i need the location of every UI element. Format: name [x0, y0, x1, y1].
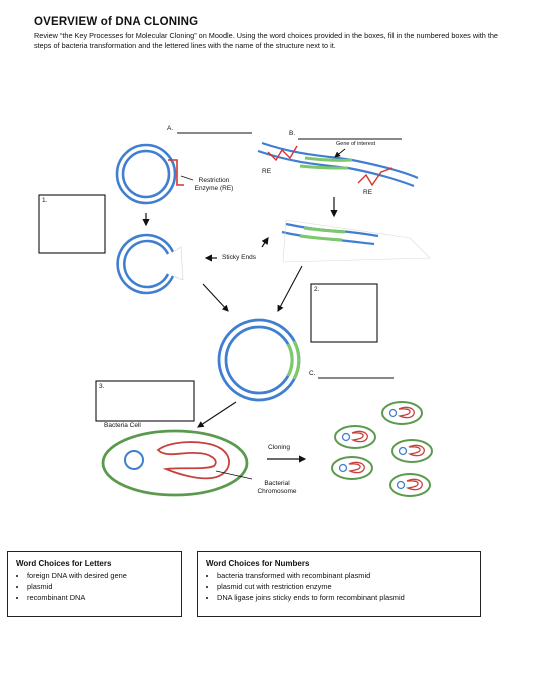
answer-box-2[interactable]	[310, 283, 378, 343]
letter-a-label: A.	[167, 125, 174, 132]
word-choices-numbers-box: Word Choices for Numbers bacteria transf…	[197, 551, 481, 617]
arrow-to-recombinant-left	[202, 283, 229, 312]
letter-choice-item: foreign DNA with desired gene	[27, 570, 173, 581]
restriction-enzyme-mark-plasmid	[168, 159, 184, 186]
number-choice-item: DNA ligase joins sticky ends to form rec…	[217, 592, 472, 603]
letter-choice-item: recombinant DNA	[27, 592, 173, 603]
answer-box-1[interactable]	[38, 194, 106, 254]
re-label-right: RE	[363, 189, 373, 196]
restriction-enzyme-label-line2: Enzyme (RE)	[194, 185, 234, 192]
cloned-bacterium	[381, 401, 423, 425]
cloned-bacterium	[334, 425, 376, 449]
cloned-bacteria-group	[331, 401, 433, 497]
box-1-number: 1.	[42, 197, 48, 204]
bacteria-cell-label: Bacteria Cell	[104, 422, 141, 429]
gene-of-interest-pointer	[334, 148, 346, 158]
word-choices-numbers-list: bacteria transformed with recombinant pl…	[206, 570, 472, 603]
recombinant-plasmid	[217, 318, 301, 402]
bacteria-cell	[101, 429, 249, 497]
bacterial-chromosome-pointer	[215, 470, 253, 480]
re-cut-mark-right	[357, 167, 393, 187]
re-cut-mark-left	[267, 145, 298, 162]
arrow-cut-dna-up	[261, 237, 269, 248]
answer-box-3[interactable]	[95, 380, 195, 422]
letter-choice-item: plasmid	[27, 581, 173, 592]
box-3-number: 3.	[99, 383, 105, 390]
dna-cloning-diagram	[38, 132, 433, 497]
bacterial-chromosome-label: Bacterial Chromosome	[248, 480, 306, 496]
number-choice-item: bacteria transformed with recombinant pl…	[217, 570, 472, 581]
letter-c-label: C.	[309, 370, 316, 377]
word-choices-numbers-heading: Word Choices for Numbers	[206, 559, 310, 568]
foreign-dna-strand	[257, 141, 419, 188]
restriction-enzyme-pointer	[180, 175, 194, 181]
word-choices-letters-list: foreign DNA with desired gene plasmid re…	[16, 570, 173, 603]
cloned-bacterium	[331, 456, 373, 480]
re-label-top: RE	[262, 168, 272, 175]
restriction-enzyme-label-line1: Restriction	[198, 177, 230, 184]
box-2-number: 2.	[314, 286, 320, 293]
letter-b-label: B.	[289, 130, 296, 137]
cut-foreign-dna	[281, 219, 431, 263]
cut-plasmid	[116, 233, 184, 295]
gene-of-interest-label: Gene of interest	[336, 141, 376, 147]
bacterial-chromosome-label-line1: Bacterial	[264, 480, 290, 487]
bacterial-chromosome-label-line2: Chromosome	[257, 488, 297, 495]
word-choices-letters-heading: Word Choices for Letters	[16, 559, 112, 568]
arrow-to-recombinant-right	[277, 265, 303, 312]
cloning-label: Cloning	[268, 444, 291, 451]
word-choices-letters-box: Word Choices for Letters foreign DNA wit…	[7, 551, 182, 617]
cloned-bacterium	[391, 439, 433, 463]
number-choice-item: plasmid cut with restriction enzyme	[217, 581, 472, 592]
arrow-recombinant-to-bacteria	[197, 401, 237, 428]
plasmid-circle-top	[115, 143, 177, 205]
cloned-bacterium	[389, 473, 431, 497]
sticky-ends-label: Sticky Ends	[222, 254, 256, 261]
restriction-enzyme-label: Restriction Enzyme (RE)	[190, 177, 238, 193]
worksheet-title: OVERVIEW of DNA CLONING	[34, 16, 199, 28]
worksheet-instructions: Review “the Key Processes for Molecular …	[34, 31, 498, 50]
